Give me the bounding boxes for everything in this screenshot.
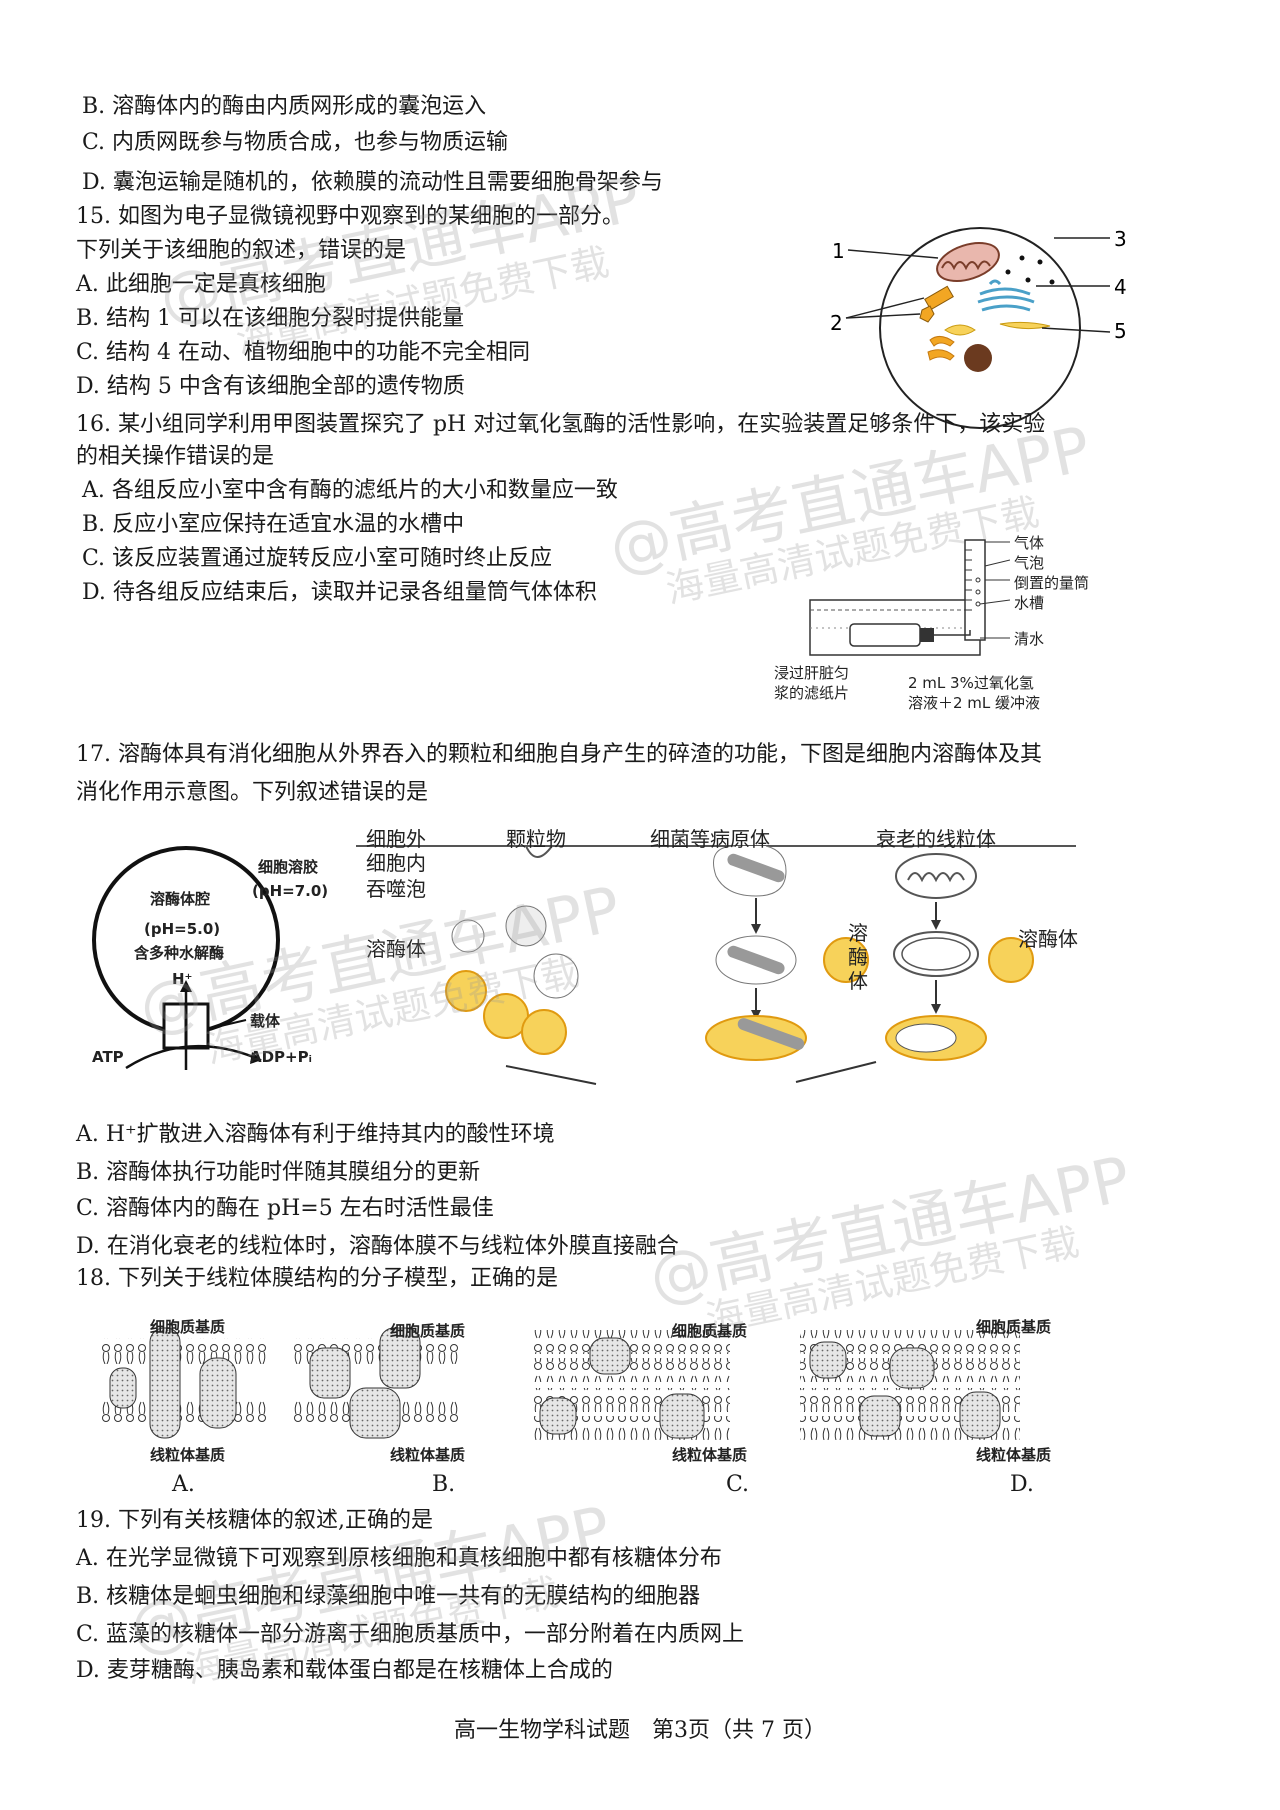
label-lysosome-1: 溶酶体 xyxy=(366,937,426,961)
golgi-structure-4 xyxy=(977,279,1035,312)
q17-stem-2: 消化作用示意图。下列叙述错误的是 xyxy=(76,780,429,805)
watermark-main-4: @高考直通车APP xyxy=(642,1141,1137,1316)
label-enzymes: 含多种水解酶 xyxy=(134,944,225,962)
label-outside-cell: 细胞外 xyxy=(366,827,426,851)
cell-label-1: 1 xyxy=(832,239,845,263)
q15-option-d: D. 结构 5 中含有该细胞全部的遗传物质 xyxy=(76,374,465,399)
label-lumen: 溶酶体腔 xyxy=(150,890,211,908)
label-bubble: 气泡 xyxy=(1014,554,1045,572)
cell-diagram: 1 2 3 4 5 xyxy=(830,227,1127,429)
q18-option-d-label: D. xyxy=(1010,1472,1034,1497)
label-solution-2: 溶液＋2 mL 缓冲液 xyxy=(908,694,1041,712)
membrane-option-d xyxy=(800,1330,1020,1440)
q18-option-b-label: B. xyxy=(432,1472,456,1497)
label-lysosome-2a: 溶 xyxy=(848,921,868,945)
q15-option-b: B. 结构 1 可以在该细胞分裂时提供能量 xyxy=(76,306,465,331)
q15-option-a: A. 此细胞一定是真核细胞 xyxy=(76,272,326,297)
q17-stem-1: 17. 溶酶体具有消化细胞从外界吞入的颗粒和细胞自身产生的碎渣的功能，下图是细胞… xyxy=(76,742,1042,767)
label-cylinder: 倒置的量筒 xyxy=(1014,574,1090,592)
q16-option-d: D. 待各组反应结束后，读取并记录各组量筒气体体积 xyxy=(82,580,597,605)
label-matrix-a: 线粒体基质 xyxy=(150,1446,226,1464)
q19-option-d: D. 麦芽糖酶、胰岛素和载体蛋白都是在核糖体上合成的 xyxy=(76,1658,613,1683)
membrane-model-options xyxy=(100,1327,1020,1440)
q17-option-b: B. 溶酶体执行功能时伴随其膜组分的更新 xyxy=(76,1160,481,1185)
label-solution-1: 2 mL 3%过氧化氢 xyxy=(908,674,1034,692)
label-matrix-c: 线粒体基质 xyxy=(672,1446,748,1464)
q16-option-a: A. 各组反应小室中含有酶的滤纸片的大小和数量应一致 xyxy=(82,478,618,503)
mitochondrion-structure-1 xyxy=(936,242,1000,282)
cell-label-4: 4 xyxy=(1114,275,1127,299)
label-filter-paper-1: 浸过肝脏匀 xyxy=(774,664,850,682)
q19-option-a: A. 在光学显微镜下可观察到原核细胞和真核细胞中都有核糖体分布 xyxy=(76,1546,722,1571)
q18-option-a-label: A. xyxy=(172,1472,195,1497)
label-h-ion: H⁺ xyxy=(172,970,193,988)
label-cytoplasm-c: 细胞质基质 xyxy=(672,1322,748,1340)
q19-option-b: B. 核糖体是蛔虫细胞和绿藻细胞中唯一共有的无膜结构的细胞器 xyxy=(76,1584,701,1609)
q16-option-c: C. 该反应装置通过旋转反应小室可随时终止反应 xyxy=(82,546,553,571)
q19-option-c: C. 蓝藻的核糖体一部分游离于细胞质基质中，一部分附着在内质网上 xyxy=(76,1622,745,1647)
label-phagosome: 吞噬泡 xyxy=(366,877,426,901)
label-cytoplasm-d: 细胞质基质 xyxy=(976,1318,1052,1336)
label-old-mitochondria: 衰老的线粒体 xyxy=(876,827,996,851)
er-structure-5 xyxy=(927,321,1051,372)
membrane-option-c xyxy=(530,1330,730,1440)
label-lumen-ph: (pH=5.0) xyxy=(144,920,221,938)
label-gas: 气体 xyxy=(1014,534,1045,552)
reaction-apparatus-diagram xyxy=(809,539,1010,656)
centriole-structure-2 xyxy=(919,285,954,323)
q15-stem-1: 15. 如图为电子显微镜视野中观察到的某细胞的一部分。 xyxy=(76,204,624,229)
label-tank: 水槽 xyxy=(1014,594,1045,612)
q17-option-a: A. H⁺扩散进入溶酶体有利于维持其内的酸性环境 xyxy=(76,1122,555,1147)
q19-stem: 19. 下列有关核糖体的叙述,正确的是 xyxy=(76,1508,433,1533)
label-cytosol: 细胞溶胶 xyxy=(258,858,319,876)
label-atp: ATP xyxy=(92,1048,124,1066)
q17-option-d: D. 在消化衰老的线粒体时，溶酶体膜不与线粒体外膜直接融合 xyxy=(76,1234,679,1259)
label-particle: 颗粒物 xyxy=(506,827,566,851)
q18-option-c-label: C. xyxy=(726,1472,750,1497)
cell-label-3: 3 xyxy=(1114,227,1127,251)
q16-option-b: B. 反应小室应保持在适宜水温的水槽中 xyxy=(82,512,465,537)
q15-option-c: C. 结构 4 在动、植物细胞中的功能不完全相同 xyxy=(76,340,531,365)
cell-label-2: 2 xyxy=(830,311,843,335)
q15-stem-2: 下列关于该细胞的叙述，错误的是 xyxy=(76,238,407,263)
label-inside-cell: 细胞内 xyxy=(366,851,426,875)
q14-option-d: D. 囊泡运输是随机的，依赖膜的流动性且需要细胞骨架参与 xyxy=(82,170,663,195)
membrane-option-b xyxy=(290,1327,460,1439)
page-footer: 高一生物学科试题 第3页（共 7 页） xyxy=(454,1718,826,1743)
label-cytosol-ph: (pH=7.0) xyxy=(252,882,329,900)
label-cytoplasm-b: 细胞质基质 xyxy=(390,1322,466,1340)
q18-stem: 18. 下列关于线粒体膜结构的分子模型，正确的是 xyxy=(76,1266,558,1291)
label-carrier: 载体 xyxy=(250,1012,281,1030)
cell-label-5: 5 xyxy=(1114,319,1127,343)
q14-option-c: C. 内质网既参与物质合成，也参与物质运输 xyxy=(82,130,509,155)
label-pathogen: 细菌等病原体 xyxy=(650,827,770,851)
q16-stem-1: 16. 某小组同学利用甲图装置探究了 pH 对过氧化氢酶的活性影响，在实验装置足… xyxy=(76,412,1046,437)
label-matrix-b: 线粒体基质 xyxy=(390,1446,466,1464)
label-lysosome-3: 溶酶体 xyxy=(1018,927,1078,951)
label-lysosome-2b: 酶 xyxy=(848,945,868,969)
label-matrix-d: 线粒体基质 xyxy=(976,1446,1052,1464)
label-water: 清水 xyxy=(1014,630,1045,648)
q17-option-c: C. 溶酶体内的酶在 pH=5 左右时活性最佳 xyxy=(76,1196,494,1221)
membrane-option-a xyxy=(100,1327,270,1439)
label-adp: ADP+Pᵢ xyxy=(250,1048,312,1066)
lysosome-schematic xyxy=(92,846,280,1070)
lysosome-digestion-diagram xyxy=(356,845,1076,1085)
q16-stem-2: 的相关操作错误的是 xyxy=(76,444,275,469)
label-cytoplasm-a: 细胞质基质 xyxy=(150,1318,226,1336)
label-filter-paper-2: 浆的滤纸片 xyxy=(774,684,850,702)
label-lysosome-2c: 体 xyxy=(848,969,868,993)
q14-option-b: B. 溶酶体内的酶由内质网形成的囊泡运入 xyxy=(82,94,487,119)
